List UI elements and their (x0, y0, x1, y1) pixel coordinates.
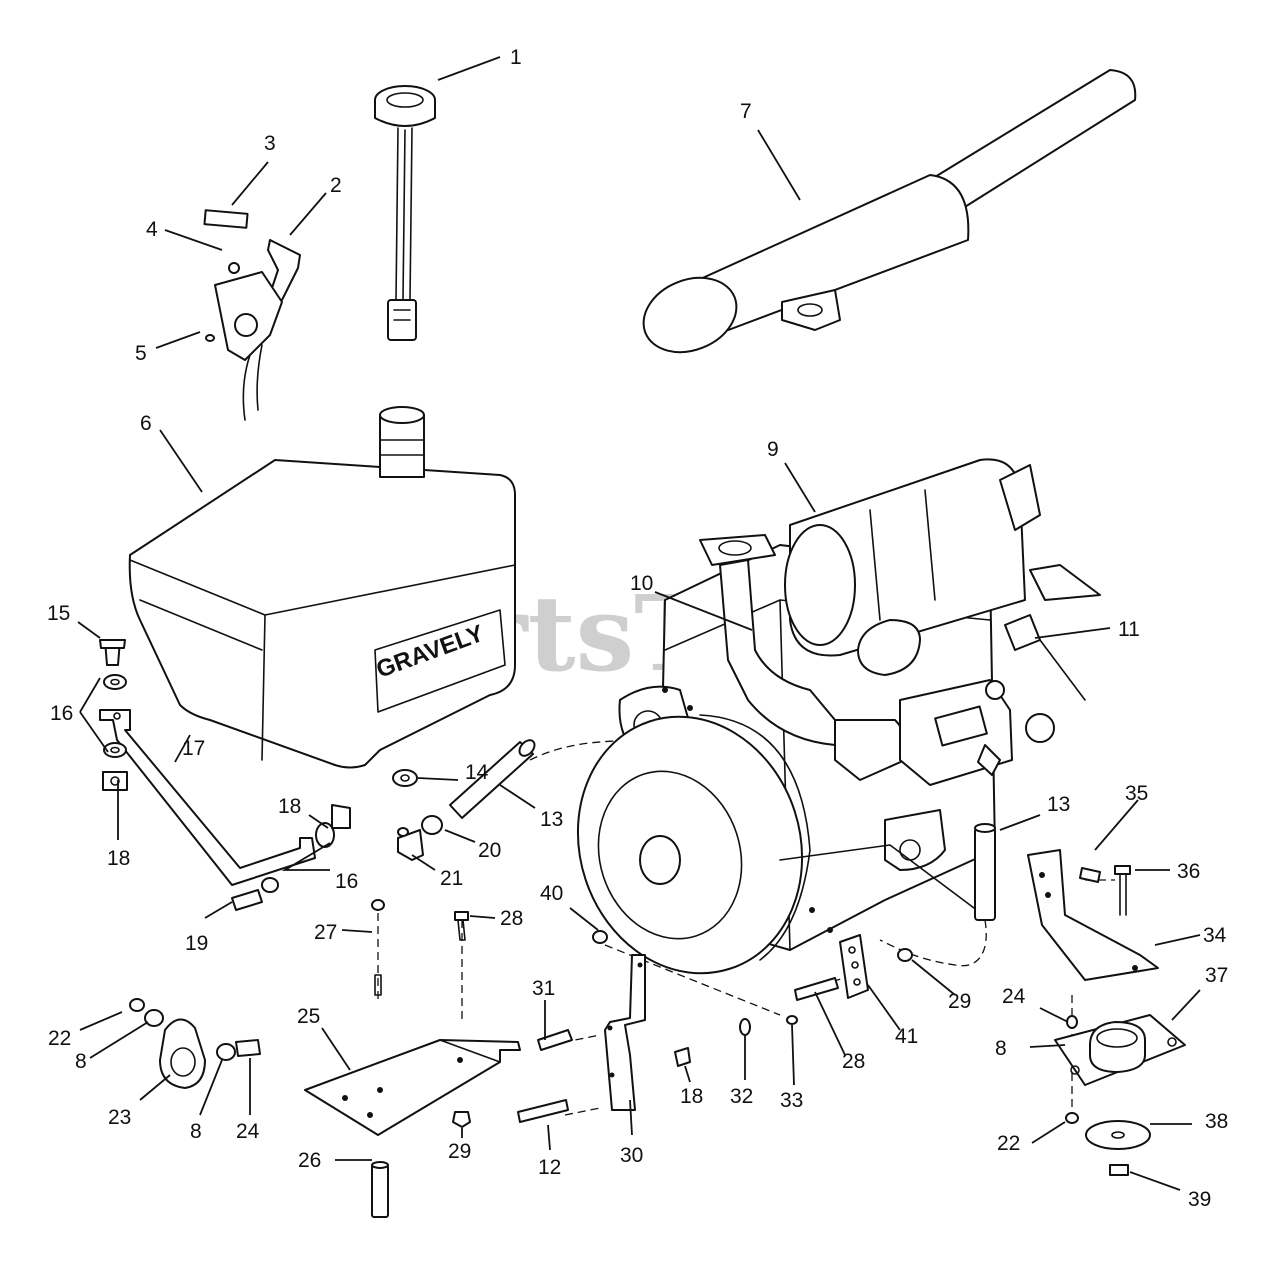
callout-17: 17 (182, 737, 205, 760)
callout-8c: 8 (995, 1037, 1007, 1060)
callout-12: 12 (538, 1156, 561, 1179)
callout-39: 39 (1188, 1188, 1211, 1211)
callout-22b: 22 (997, 1132, 1020, 1155)
callout-29b: 29 (948, 990, 971, 1013)
callout-33: 33 (780, 1089, 803, 1112)
callout-16a: 16 (50, 702, 73, 725)
throttle-bracket-part (203, 209, 301, 421)
callout-24a: 24 (236, 1120, 260, 1143)
fuel-sender-part (374, 85, 436, 341)
callout-19: 19 (185, 932, 208, 955)
mounting-plate-parts (304, 899, 521, 1218)
side-bracket-parts (794, 934, 913, 1001)
l-bracket-parts (1027, 849, 1159, 981)
callout-18a: 18 (278, 795, 301, 818)
callout-22a: 22 (48, 1027, 71, 1050)
engine-assembly (576, 458, 1101, 975)
tank-strap-parts (99, 639, 351, 911)
callout-numbers: 1 2 3 4 5 6 7 8 8 8 9 10 11 12 13 13 14 … (47, 46, 1228, 1211)
callout-20: 20 (478, 839, 501, 862)
callout-32: 32 (730, 1085, 753, 1108)
callout-13a: 13 (540, 808, 563, 831)
callout-18c: 18 (680, 1085, 703, 1108)
callout-36: 36 (1177, 860, 1200, 883)
engine-mount-parts (1054, 1014, 1186, 1176)
callout-31: 31 (532, 977, 555, 1000)
bracket-hardware (674, 1015, 798, 1067)
callout-26: 26 (298, 1149, 321, 1172)
callout-24b: 24 (1002, 985, 1026, 1008)
callout-15: 15 (47, 602, 70, 625)
muffler-part (642, 69, 1137, 354)
callout-7: 7 (740, 100, 752, 123)
callout-40: 40 (540, 882, 563, 905)
fuel-tank-part: GRAVELY (128, 406, 516, 769)
callout-28b: 28 (842, 1050, 865, 1073)
callout-35: 35 (1125, 782, 1148, 805)
callout-28a: 28 (500, 907, 523, 930)
callout-2: 2 (330, 174, 342, 197)
callout-8b: 8 (190, 1120, 202, 1143)
callout-5: 5 (135, 342, 147, 365)
clamp-parts (129, 998, 261, 1089)
callout-21: 21 (440, 867, 463, 890)
leader-lines (77, 56, 1201, 1191)
callout-34: 34 (1203, 924, 1227, 947)
callout-14: 14 (465, 761, 489, 784)
callout-27: 27 (314, 921, 337, 944)
callout-3: 3 (264, 132, 276, 155)
callout-29a: 29 (448, 1140, 471, 1163)
callout-13b: 13 (1047, 793, 1070, 816)
callout-8a: 8 (75, 1050, 87, 1073)
fuel-hose-parts (449, 739, 996, 921)
callout-18b: 18 (107, 847, 130, 870)
callout-1: 1 (510, 46, 522, 69)
callout-10: 10 (630, 572, 653, 595)
callout-25: 25 (297, 1005, 320, 1028)
engine-bracket-parts (517, 930, 646, 1123)
callout-4: 4 (146, 218, 158, 241)
callout-16b: 16 (335, 870, 358, 893)
callout-37: 37 (1205, 964, 1228, 987)
callout-30: 30 (620, 1144, 643, 1167)
callout-23: 23 (108, 1106, 131, 1129)
callout-38: 38 (1205, 1110, 1228, 1133)
callout-41: 41 (895, 1025, 918, 1048)
callout-6: 6 (140, 412, 152, 435)
callout-11: 11 (1118, 618, 1140, 641)
callout-9: 9 (767, 438, 779, 461)
fuel-fittings (392, 769, 443, 861)
